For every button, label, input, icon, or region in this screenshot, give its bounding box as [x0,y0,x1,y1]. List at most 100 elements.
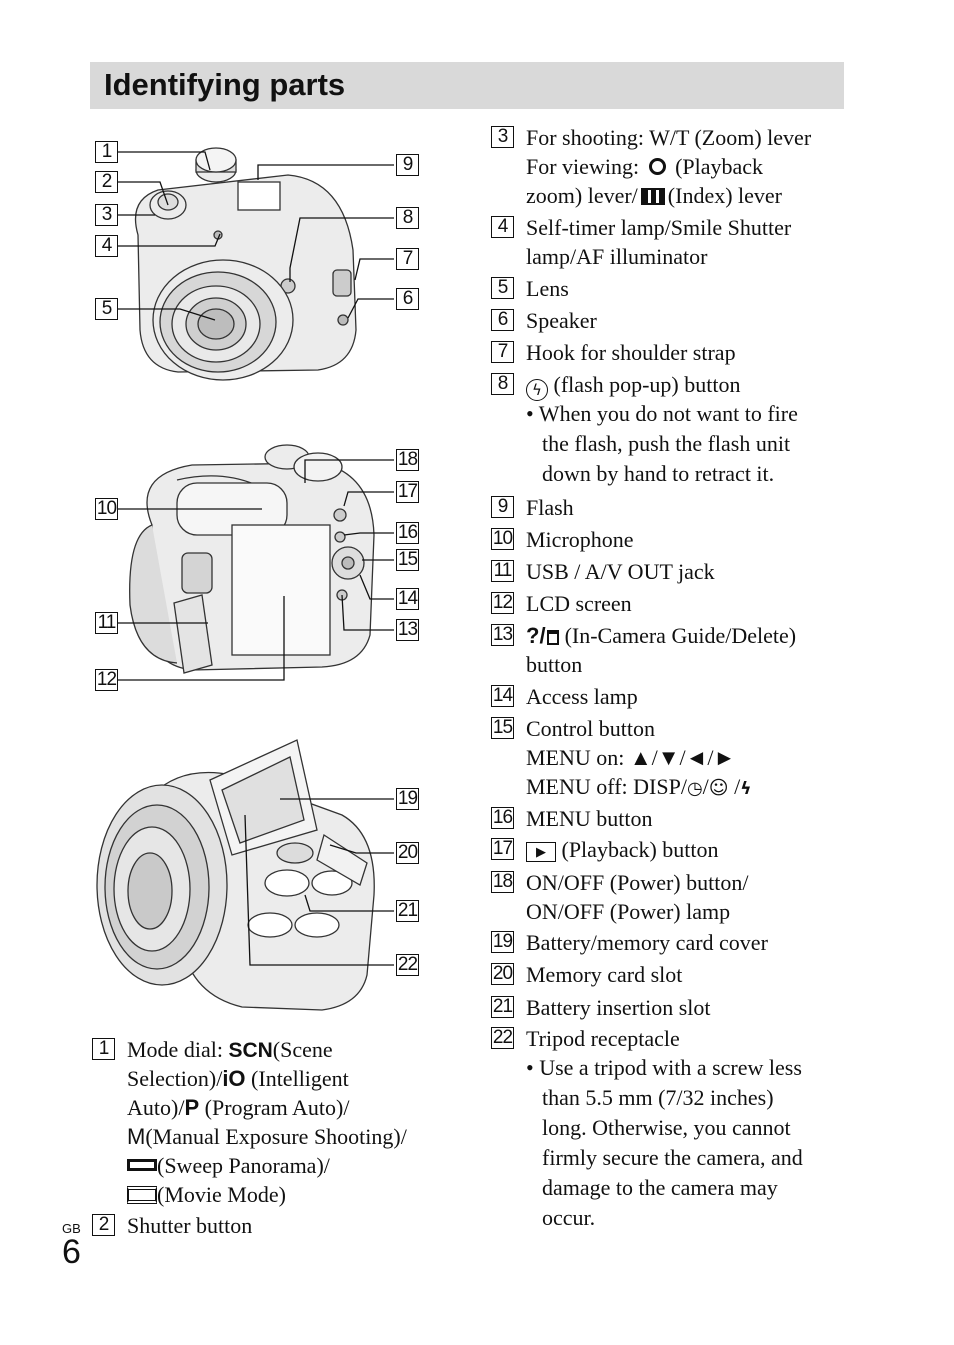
callout-10: 10 [95,498,118,520]
item-text: Battery/memory card cover [526,930,768,955]
item-text: Hook for shoulder strap [526,340,736,365]
smile-icon: ☺ [708,777,729,799]
flash-icon: ϟ [526,379,548,401]
item-text: Lens [526,276,569,301]
self-timer-icon: ◷ [686,778,703,799]
item-text: Microphone [526,527,634,552]
item-text: MENU on: ▲/▼/◄/► [526,745,736,770]
item-text: (Manual Exposure Shooting)/ [145,1124,407,1149]
item-number: 18 [491,871,514,893]
item-text: Self-timer lamp/Smile Shutter [526,215,792,240]
item-9-flash: 9 Flash [491,493,851,523]
item-8-note: • When you do not want to fire the flash… [526,399,798,489]
note-line: long. Otherwise, you cannot [542,1115,791,1140]
note-line: than 5.5 mm (7/32 inches) [542,1085,774,1110]
movie-mode-icon [127,1186,157,1204]
flash-mode-icon: ϟ [740,779,752,799]
item-text: Auto)/ [127,1095,185,1120]
item-12-lcd-screen: 12 LCD screen [491,589,851,619]
item-text: (Intelligent [251,1066,349,1091]
item-text: MENU off: DISP/ [526,774,687,799]
item-text: (Movie Mode) [157,1182,286,1207]
item-15-control-button: 15 Control button MENU on: ▲/▼/◄/► MENU … [491,714,851,804]
item-text: Flash [526,495,574,520]
item-number: 13 [491,624,514,646]
item-text: (Playback [675,154,764,179]
item-1-mode-dial: 1 Mode dial: SCN(Scene Selection)/iO (In… [92,1035,452,1210]
item-text: zoom) lever/ [526,183,638,208]
item-21-battery-slot: 21 Battery insertion slot [491,993,851,1023]
callout-7: 7 [396,248,419,270]
item-text: USB / A/V OUT jack [526,559,715,584]
callout-20: 20 [396,842,419,864]
item-4-self-timer-lamp: 4 Self-timer lamp/Smile Shutter lamp/AF … [491,213,851,273]
item-22-tripod: 22 Tripod receptacle [491,1024,851,1054]
callout-9: 9 [396,154,419,176]
item-number: 15 [491,717,514,739]
item-text: Mode dial: [127,1037,223,1062]
callout-16: 16 [396,522,419,544]
note-line: down by hand to retract it. [542,461,775,486]
callout-17: 17 [396,481,419,503]
program-auto-icon: P [184,1095,200,1120]
page-number: 6 [62,1233,81,1271]
item-text: / [728,774,741,799]
item-2-shutter: 2 Shutter button [92,1211,452,1241]
item-number: 6 [491,309,514,331]
note-line: occur. [542,1205,596,1230]
item-number: 9 [491,496,514,518]
item-text: / [702,774,709,799]
section-header: Identifying parts [90,62,844,109]
item-text: (Scene [272,1037,333,1062]
item-number: 3 [491,126,514,148]
note-line: • When you do not want to fire [526,401,798,426]
item-text: (Playback) button [561,837,719,862]
item-text: ON/OFF (Power) button/ [526,870,749,895]
manual-exposure-icon: M [127,1124,146,1149]
item-text: button [526,652,583,677]
camera-front-illustration [134,147,357,381]
item-10-microphone: 10 Microphone [491,525,851,555]
item-text: Battery insertion slot [526,995,711,1020]
callout-13: 13 [396,619,419,641]
item-text: Access lamp [526,684,638,709]
section-title: Identifying parts [104,67,346,102]
item-text: (Index) lever [667,183,783,208]
item-number: 7 [491,341,514,363]
item-text: (Sweep Panorama)/ [157,1153,330,1178]
item-number: 1 [92,1038,115,1060]
item-text: (flash pop-up) button [553,372,741,397]
item-text: Control button [526,716,655,741]
callout-8: 8 [396,207,419,229]
item-text: For shooting: W/T (Zoom) lever [526,125,812,150]
item-16-menu-button: 16 MENU button [491,804,851,834]
item-number: 10 [491,528,514,550]
note-line: damage to the camera may [542,1175,778,1200]
sweep-panorama-icon [127,1159,157,1171]
note-line: • Use a tripod with a screw less [526,1055,802,1080]
item-number: 4 [491,216,514,238]
guide-icon: ?/ [526,623,546,648]
item-text: lamp/AF illuminator [526,244,708,269]
intelligent-auto-icon: iO [222,1066,246,1091]
callout-6: 6 [396,288,419,310]
item-13-guide-delete: 13 ?/(In-Camera Guide/Delete) button [491,621,851,681]
item-number: 2 [92,1214,115,1236]
item-14-access-lamp: 14 Access lamp [491,682,851,712]
item-text: LCD screen [526,591,632,616]
camera-bottom-illustration [96,739,375,1011]
item-3-zoom-lever: 3 For shooting: W/T (Zoom) lever For vie… [491,123,851,213]
callout-3: 3 [95,204,118,226]
callout-22: 22 [396,954,419,976]
item-text: Shutter button [127,1213,253,1238]
callout-18: 18 [396,449,419,471]
item-11-usb-jack: 11 USB / A/V OUT jack [491,557,851,587]
item-8-flash-popup: 8 ϟ (flash pop-up) button [491,370,851,401]
callout-5: 5 [95,298,118,320]
camera-back-illustration [129,444,375,674]
item-number: 21 [491,996,514,1018]
item-7-strap-hook: 7 Hook for shoulder strap [491,338,851,368]
item-17-playback-button: 17 ▶ (Playback) button [491,835,851,865]
callout-2: 2 [95,171,118,193]
